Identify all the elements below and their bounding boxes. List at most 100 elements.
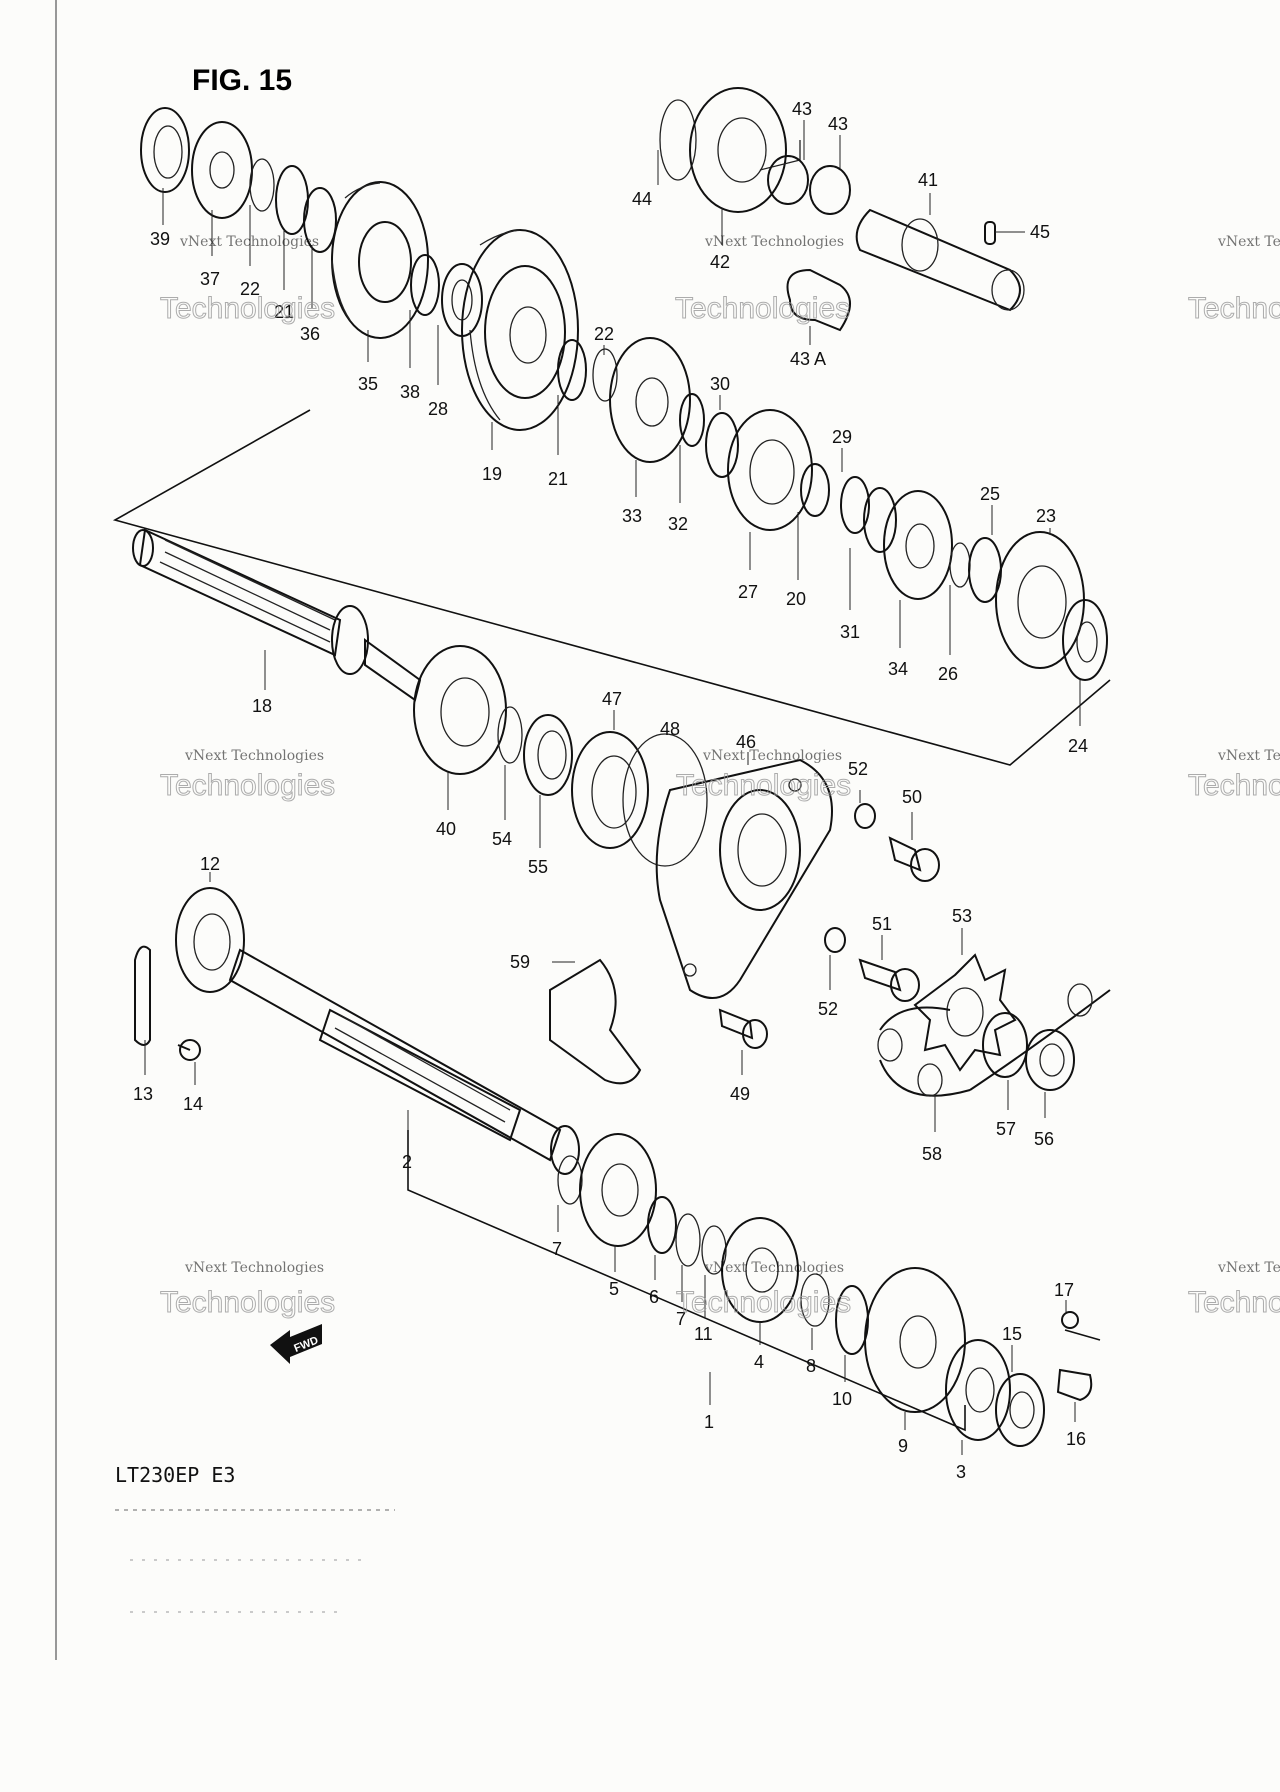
main-shaft-18 (132, 528, 422, 702)
svg-text:vNext Technologies: vNext Technologies (1217, 1260, 1280, 1276)
watermark: vNext Technologies Technologies (676, 1260, 852, 1320)
model-code: LT230EP E3 (115, 1463, 235, 1487)
callout-59: 59 (510, 952, 530, 972)
callout-55: 55 (528, 857, 548, 877)
callout-37: 37 (200, 269, 220, 289)
callout-17: 17 (1054, 1280, 1074, 1300)
svg-text:Technologies: Technologies (160, 292, 335, 325)
svg-text:vNext Technologies: vNext Technologies (1217, 748, 1280, 764)
svg-text:Technologies: Technologies (1188, 292, 1280, 325)
watermark: vNext Technologies Technologies (675, 234, 851, 326)
retainer-bracket (1064, 1329, 1101, 1341)
callout-44: 44 (632, 189, 652, 209)
svg-text:Technologies: Technologies (675, 292, 850, 325)
watermark: vNext Technologies Technologies (1188, 748, 1280, 803)
callout-45: 45 (1030, 222, 1050, 242)
svg-text:Technologies: Technologies (1188, 1286, 1280, 1319)
sprocket-fasteners (718, 803, 1111, 1097)
bearing-seal-group (413, 645, 833, 1085)
callout-51: 51 (872, 914, 892, 934)
callout-12: 12 (200, 854, 220, 874)
driveshaft-group-bracket (407, 1130, 966, 1432)
watermark: vNext Technologies Technologies (160, 1260, 336, 1320)
callout-14: 14 (183, 1094, 203, 1114)
callout-6: 6 (649, 1287, 659, 1307)
callout-7: 7 (552, 1239, 562, 1259)
callout-48: 48 (660, 719, 680, 739)
callout-38: 38 (400, 382, 420, 402)
watermark: vNext Technologies Technologies (160, 234, 336, 326)
callout-33: 33 (622, 506, 642, 526)
callout-43: 43 (792, 99, 812, 119)
figure-title: FIG. 15 (192, 64, 292, 97)
callout-31: 31 (840, 622, 860, 642)
callout-9: 9 (898, 1436, 908, 1456)
callout-5: 5 (609, 1279, 619, 1299)
callout-50: 50 (902, 787, 922, 807)
callout-58: 58 (922, 1144, 942, 1164)
callout-2: 2 (402, 1152, 412, 1172)
callout-22b: 22 (594, 324, 614, 344)
callout-7b: 7 (676, 1309, 686, 1329)
callout-15: 15 (1002, 1324, 1022, 1344)
svg-text:Technologies: Technologies (1188, 769, 1280, 802)
callout-8: 8 (806, 1356, 816, 1376)
svg-text:vNext Technologies: vNext Technologies (184, 1260, 324, 1276)
svg-text:Technologies: Technologies (160, 769, 335, 802)
fwd-arrow-icon: FWD (270, 1324, 322, 1364)
callout-35: 35 (358, 374, 378, 394)
svg-text:vNext Technologies: vNext Technologies (184, 748, 324, 764)
callout-4: 4 (754, 1352, 764, 1372)
countershaft-group-bracket (112, 409, 1111, 766)
callout-39: 39 (150, 229, 170, 249)
watermarks: vNext Technologies Technologies vNext Te… (160, 234, 1280, 1320)
callout-41: 41 (918, 170, 938, 190)
idler-shaft-assembly (659, 87, 1025, 332)
countershaft-gear-stack (140, 107, 1108, 681)
callout-52b: 52 (818, 999, 838, 1019)
svg-text:vNext Technologies: vNext Technologies (179, 234, 319, 250)
callout-28: 28 (428, 399, 448, 419)
callout-53: 53 (952, 906, 972, 926)
callout-47: 47 (602, 689, 622, 709)
callout-36: 36 (300, 324, 320, 344)
svg-text:vNext Technologies: vNext Technologies (704, 1260, 844, 1276)
callout-43A: 43 A (790, 349, 826, 369)
leader-lines (144, 120, 1081, 1455)
callout-52: 52 (848, 759, 868, 779)
callout-46: 46 (736, 732, 756, 752)
watermark: vNext Technologies Technologies (1188, 1260, 1280, 1320)
callout-1: 1 (704, 1412, 714, 1432)
callout-54: 54 (492, 829, 512, 849)
svg-text:vNext Technologies: vNext Technologies (702, 748, 842, 764)
callout-49: 49 (730, 1084, 750, 1104)
callout-10: 10 (832, 1389, 852, 1409)
callout-labels: 39 37 22 21 36 35 38 28 19 21 22 33 32 3… (133, 99, 1088, 1482)
svg-text:vNext Technologies: vNext Technologies (1217, 234, 1280, 250)
driveshaft-assembly (134, 887, 1093, 1447)
callout-22: 22 (240, 279, 260, 299)
callout-42: 42 (710, 252, 730, 272)
callout-21b: 21 (548, 469, 568, 489)
watermark: vNext Technologies Technologies (676, 748, 852, 803)
callout-11: 11 (694, 1324, 713, 1344)
watermark: vNext Technologies Technologies (160, 748, 336, 803)
svg-text:vNext Technologies: vNext Technologies (704, 234, 844, 250)
callout-43b: 43 (828, 114, 848, 134)
watermark: vNext Technologies Technologies (1188, 234, 1280, 326)
callout-19: 19 (482, 464, 502, 484)
callout-20: 20 (786, 589, 806, 609)
svg-text:Technologies: Technologies (676, 1286, 851, 1319)
callout-25: 25 (980, 484, 1000, 504)
svg-text:Technologies: Technologies (676, 769, 851, 802)
callout-23: 23 (1036, 506, 1056, 526)
callout-57: 57 (996, 1119, 1016, 1139)
callout-32: 32 (668, 514, 688, 534)
callout-56: 56 (1034, 1129, 1054, 1149)
callout-24: 24 (1068, 736, 1088, 756)
callout-29: 29 (832, 427, 852, 447)
svg-text:Technologies: Technologies (160, 1286, 335, 1319)
callout-3: 3 (956, 1462, 966, 1482)
